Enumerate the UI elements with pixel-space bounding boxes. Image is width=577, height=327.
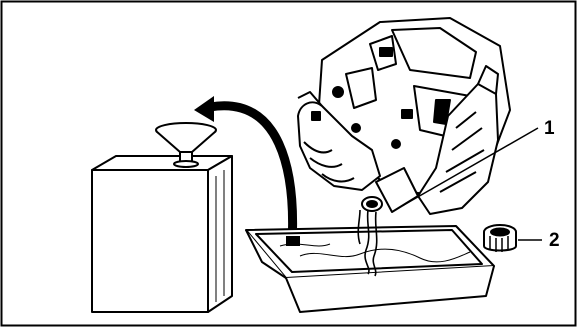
oil-canister <box>92 156 232 312</box>
oil-filler-cap <box>484 225 516 252</box>
callout-label-1: 1 <box>544 119 555 138</box>
arrow-origin <box>286 236 300 246</box>
drain-pan <box>246 226 494 312</box>
return-arrow-head <box>194 96 214 122</box>
callout-label-2: 2 <box>549 231 560 250</box>
